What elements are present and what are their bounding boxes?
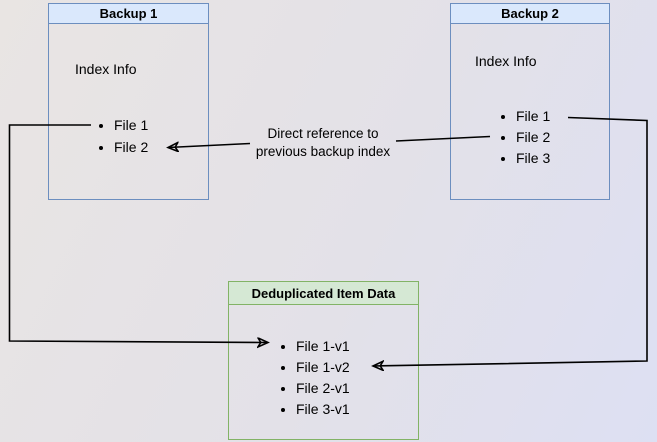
backup1-file-list: File 1 File 2 — [99, 114, 148, 158]
list-item: File 1 — [114, 114, 148, 136]
list-item: File 2 — [516, 127, 550, 148]
list-item: File 1-v1 — [296, 336, 350, 357]
annotation-line: previous backup index — [255, 144, 391, 159]
dedup-file-list: File 1-v1 File 1-v2 File 2-v1 File 3-v1 — [281, 336, 350, 420]
backup1-index-info-label: Index Info — [75, 61, 137, 77]
dedup-node: Deduplicated Item Data — [228, 281, 419, 440]
annotation-line: Direct reference to — [267, 126, 379, 141]
backup1-node: Backup 1 — [48, 3, 209, 200]
list-item: File 2-v1 — [296, 378, 350, 399]
list-item: File 2 — [114, 136, 148, 158]
reference-annotation: Direct reference to previous backup inde… — [233, 125, 413, 161]
list-item: File 1-v2 — [296, 357, 350, 378]
dedup-title: Deduplicated Item Data — [229, 282, 418, 305]
list-item: File 3 — [516, 148, 550, 169]
backup2-node: Backup 2 — [450, 3, 610, 200]
list-item: File 1 — [516, 106, 550, 127]
list-item: File 3-v1 — [296, 399, 350, 420]
backup2-title: Backup 2 — [451, 4, 609, 24]
backup2-file-list: File 1 File 2 File 3 — [501, 106, 550, 169]
backup1-title: Backup 1 — [49, 4, 208, 24]
backup2-index-info-label: Index Info — [475, 53, 537, 69]
